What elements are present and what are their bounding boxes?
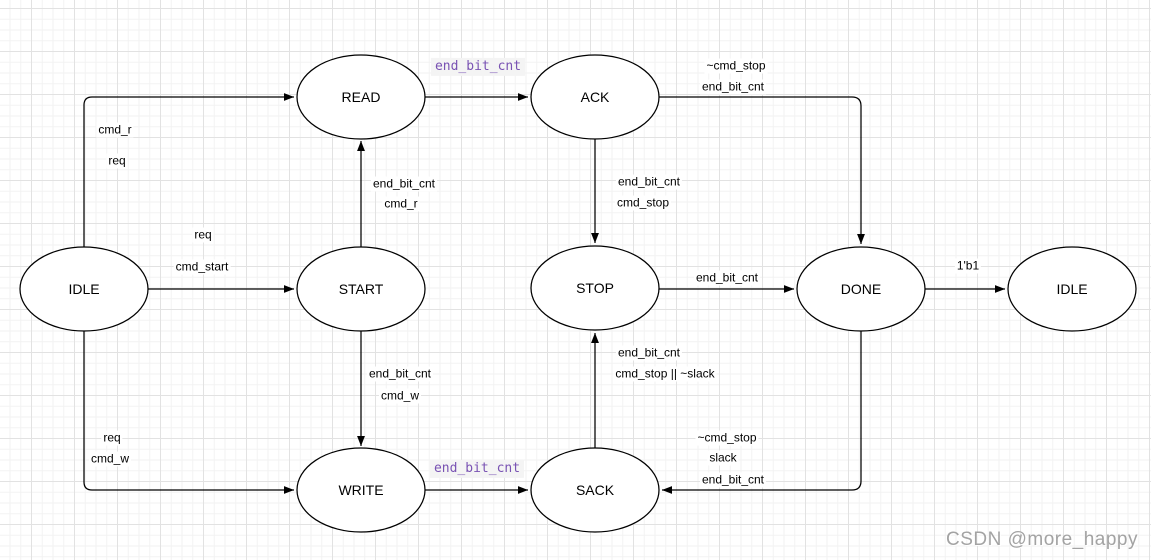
edge-label-ack-stop-cond1: end_bit_cnt xyxy=(615,174,683,190)
edge-label-idle-read-cond2: req xyxy=(106,153,128,169)
edge-label-sack-stop-cond2: cmd_stop || ~slack xyxy=(613,366,717,382)
edge-label-idle-write-cond2: cmd_w xyxy=(88,451,132,467)
state-start xyxy=(296,246,426,332)
edge-label-done-sack-cond2: slack xyxy=(707,450,739,466)
state-label-read: READ xyxy=(341,89,381,105)
state-idle-right xyxy=(1007,246,1137,332)
state-idle-left xyxy=(19,246,149,332)
state-label-ack: ACK xyxy=(580,89,610,105)
edge-label-idle-read-cond1: cmd_r xyxy=(96,122,134,138)
edge-label-idle-write-cond1: req xyxy=(101,430,123,446)
state-sack xyxy=(530,447,660,533)
edge-done-to-sack xyxy=(661,331,862,494)
state-label-done: DONE xyxy=(840,281,882,297)
edge-label-done-sack-cond3: end_bit_cnt xyxy=(699,472,767,488)
edge-ack-to-done xyxy=(659,96,865,245)
state-read xyxy=(296,54,426,140)
edge-label-ack-done-cond1: ~cmd_stop xyxy=(704,58,768,74)
edge-label-start-write-cond1: end_bit_cnt xyxy=(366,366,434,382)
state-label-idle-left: IDLE xyxy=(68,281,100,297)
state-label-sack: SACK xyxy=(575,482,615,498)
edge-label-idle-start-cond1: req xyxy=(192,227,214,243)
edge-label-sack-stop-cond1: end_bit_cnt xyxy=(615,345,683,361)
state-label-idle-right: IDLE xyxy=(1056,281,1088,297)
edge-idle-to-write xyxy=(83,330,295,494)
edge-label-stop-done-cond: end_bit_cnt xyxy=(693,270,761,286)
edge-label-start-read-cond2: cmd_r xyxy=(382,196,420,212)
state-label-start: START xyxy=(338,281,384,297)
state-ack xyxy=(530,54,660,140)
state-label-write: WRITE xyxy=(338,482,384,498)
edge-label-ack-done-cond2: end_bit_cnt xyxy=(699,79,767,95)
edge-label-done-idle-cond: 1'b1 xyxy=(954,258,982,274)
edge-label-read-ack-cond: end_bit_cnt xyxy=(430,57,526,77)
state-label-stop: STOP xyxy=(576,280,614,296)
edge-label-ack-stop-cond2: cmd_stop xyxy=(614,195,672,211)
edge-label-idle-start-cond2: cmd_start xyxy=(173,259,231,275)
edge-label-start-read-cond1: end_bit_cnt xyxy=(370,176,438,192)
edge-label-start-write-cond2: cmd_w xyxy=(378,388,422,404)
edge-label-write-sack-cond: end_bit_cnt xyxy=(429,459,525,479)
watermark: CSDN @more_happy xyxy=(945,529,1138,550)
edge-idle-to-read xyxy=(83,93,295,248)
state-done xyxy=(796,246,926,332)
state-stop xyxy=(530,245,660,331)
state-write xyxy=(296,447,426,533)
edge-label-done-sack-cond1: ~cmd_stop xyxy=(695,430,759,446)
